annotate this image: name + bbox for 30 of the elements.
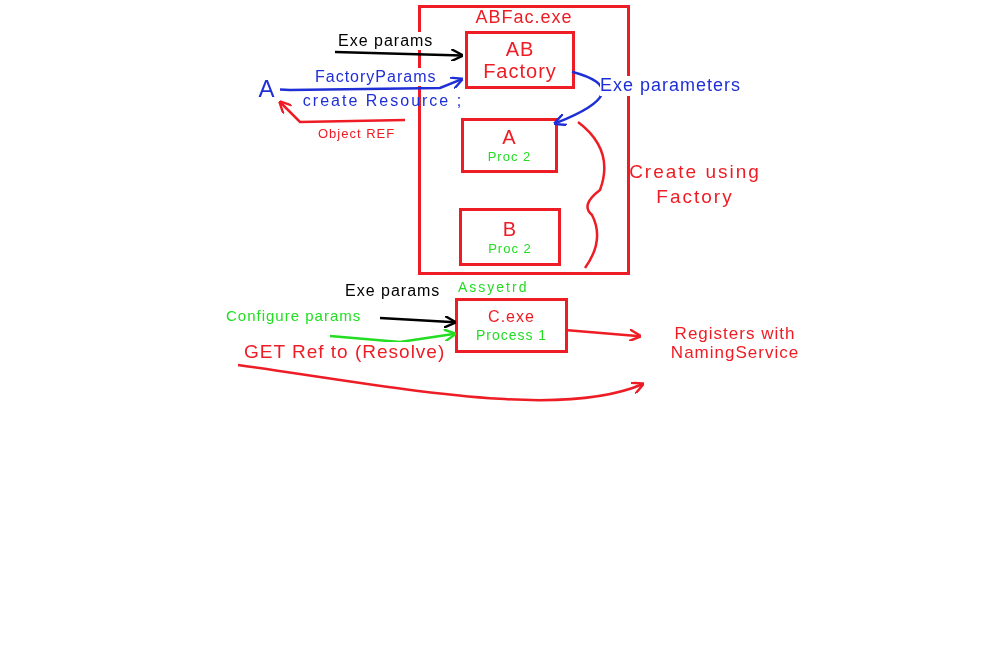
edge-label: Exe params [345,282,441,300]
box-heading: ABFac.exe [475,8,573,28]
node-caption: Assyetrd [458,279,529,295]
node-text: Registers with NamingService [640,304,830,384]
box-text: Proc 2 [487,150,532,165]
arrow [567,328,643,343]
arrow [552,70,604,126]
edge-label: Exe params [338,32,434,50]
process-box [459,208,561,266]
edge-label: Configure params [226,308,362,325]
note-text: Create using Factory [628,160,762,209]
process-box [461,118,558,173]
box-heading: AB Factory [482,38,558,82]
box-heading: C.exe [488,308,535,326]
box-heading: A [502,126,517,149]
box-text: Proc 2 [488,241,532,257]
arrow [334,48,465,63]
box-text: Process 1 [475,327,548,343]
box-heading: B [502,217,518,240]
arrow [279,76,465,92]
arrow [237,363,646,402]
arrow [277,99,406,124]
process-box [465,31,575,89]
edge-label: FactoryParams [315,68,437,86]
arrow [379,314,458,329]
edge-label: Exe parameters [600,76,742,96]
node-text: A [254,74,280,104]
edge-label: GET Ref to (Resolve) [244,342,446,363]
arrow [329,328,458,344]
edge-label: Object REF [318,127,396,142]
